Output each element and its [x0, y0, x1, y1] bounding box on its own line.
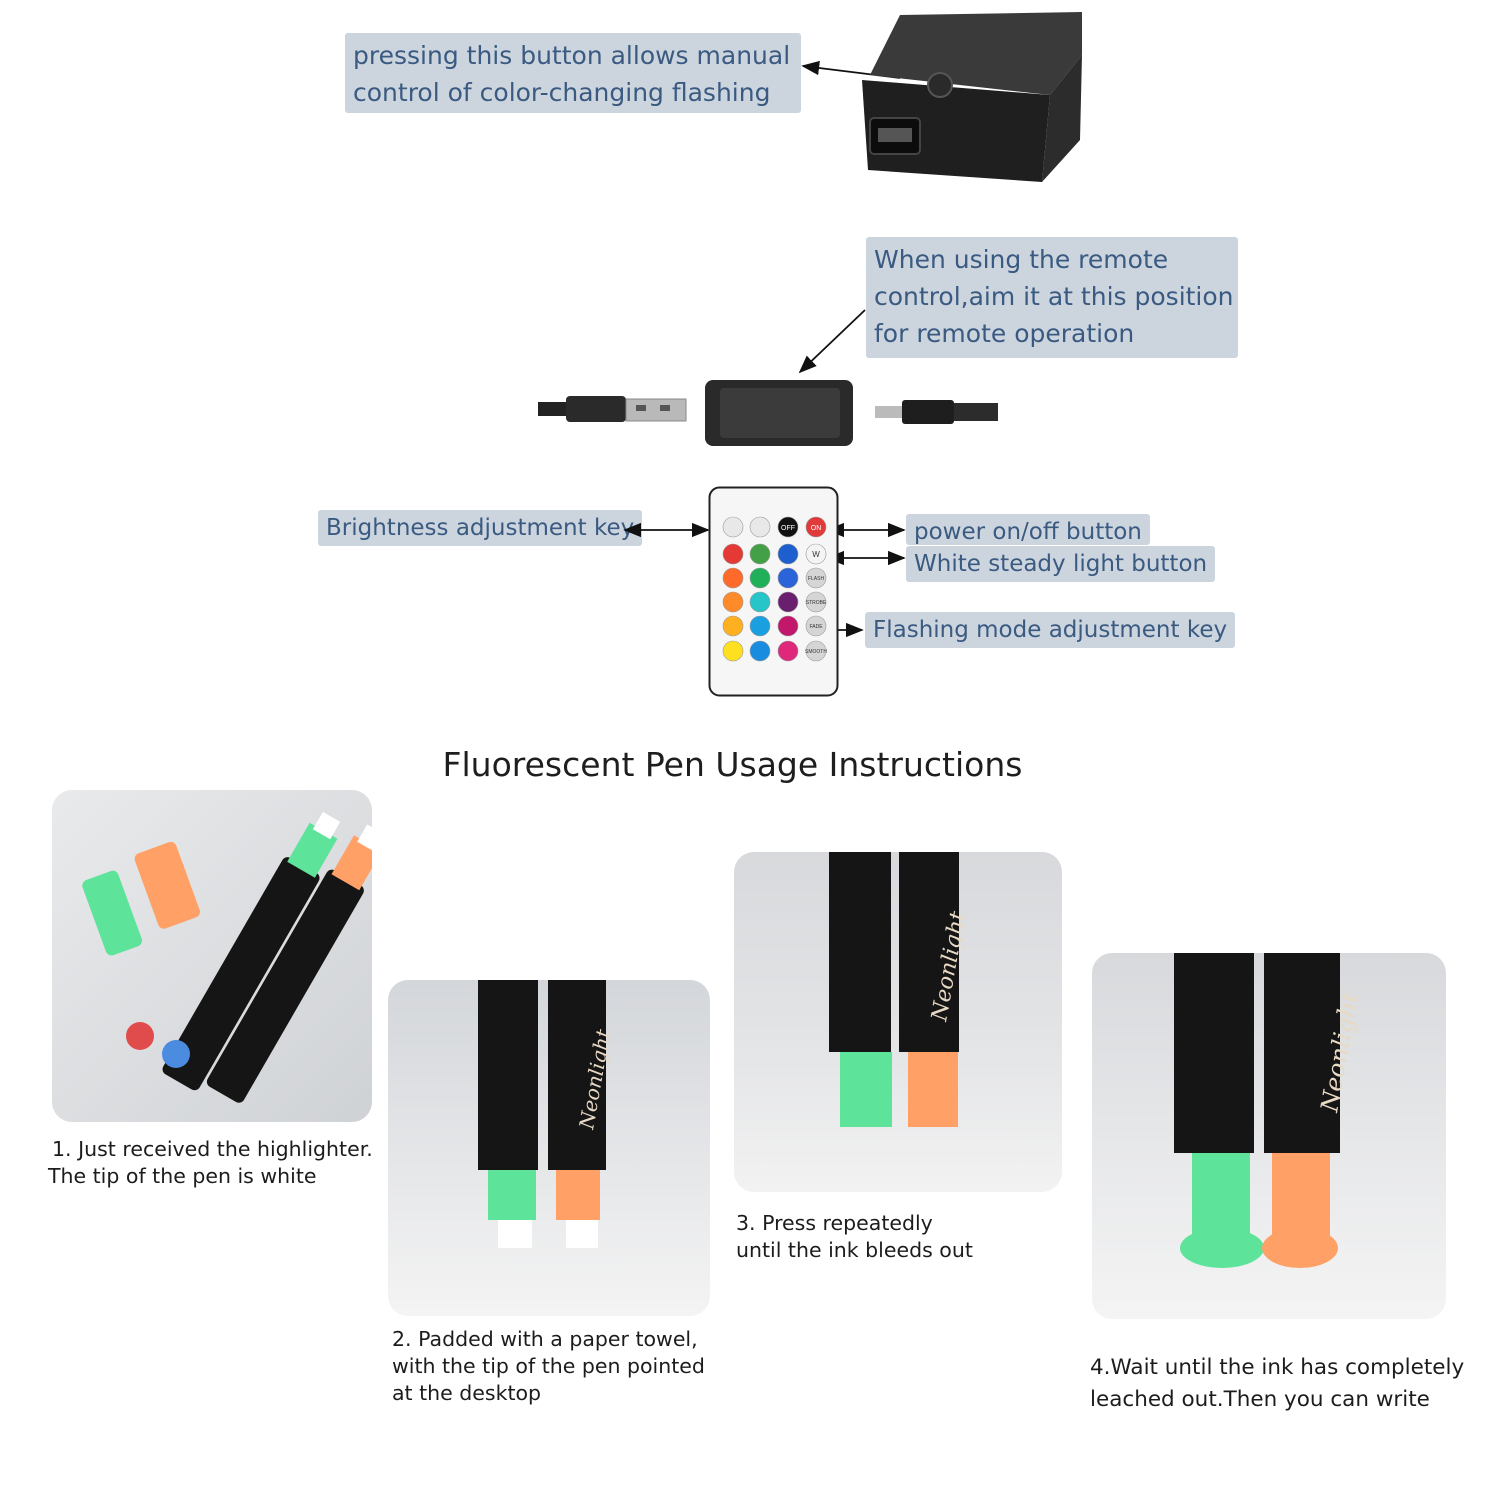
caption-line: with the tip of the pen pointed [392, 1354, 705, 1378]
remote-receiver-callout: When using the remote control,aim it at … [866, 237, 1238, 358]
remote-key [777, 640, 799, 662]
caption-line: 4.Wait until the ink has completely [1090, 1355, 1465, 1380]
remote-white-key: W [812, 550, 820, 559]
step-2-photo: Neonlight [388, 980, 710, 1316]
remote-key [805, 640, 827, 662]
controller-button-callout: pressing this button allows manual contr… [345, 33, 801, 113]
remote-key [805, 567, 827, 589]
callout-line: control of color-changing flashing [353, 78, 771, 107]
flash-mode-callout: Flashing mode adjustment key [865, 612, 1236, 648]
remote-key [777, 543, 799, 565]
brightness-key-callout: Brightness adjustment key [318, 510, 643, 546]
step-1-photo [52, 790, 372, 1122]
caption-line: until the ink bleeds out [736, 1238, 973, 1262]
remote-key [777, 516, 799, 538]
step-1-caption: 1. Just received the highlighter. The ti… [48, 1136, 373, 1190]
remote-flash-key: FLASH [808, 576, 825, 582]
brightness-key-label: Brightness adjustment key [326, 515, 635, 541]
flash-mode-label: Flashing mode adjustment key [873, 617, 1228, 643]
caption-line: 2. Padded with a paper towel, [392, 1327, 698, 1351]
remote-key [777, 567, 799, 589]
remote-key [722, 567, 744, 589]
remote-on-key: ON [811, 525, 822, 532]
remote-key [805, 543, 827, 565]
remote-key [749, 516, 771, 538]
receiver-cable-image [538, 309, 998, 446]
callout-line: pressing this button allows manual [353, 41, 791, 70]
remote-key [749, 567, 771, 589]
white-button-callout: White steady light button [906, 546, 1216, 582]
remote-control-image: OFF ON W FLASH STROBE FADE SMOOTH [708, 486, 839, 697]
remote-key [749, 591, 771, 613]
step-3-caption: 3. Press repeatedly until the ink bleeds… [736, 1210, 973, 1264]
remote-off-key: OFF [781, 525, 795, 532]
remote-key [805, 591, 827, 613]
step-2-caption: 2. Padded with a paper towel, with the t… [392, 1326, 705, 1407]
remote-key [749, 640, 771, 662]
step-4-caption: 4.Wait until the ink has completely leac… [1090, 1352, 1464, 1416]
remote-key [722, 543, 744, 565]
caption-line: 1. Just received the highlighter. [52, 1137, 373, 1161]
white-button-label: White steady light button [914, 551, 1208, 577]
remote-key [722, 591, 744, 613]
remote-key [749, 543, 771, 565]
remote-strobe-key: STROBE [806, 600, 827, 606]
remote-key [722, 516, 744, 538]
controller-box-image [801, 12, 1082, 182]
caption-line: leached out.Then you can write [1090, 1387, 1430, 1412]
power-button-label: power on/off button [914, 519, 1142, 545]
remote-key [777, 615, 799, 637]
power-button-callout: power on/off button [906, 514, 1150, 545]
section-title: Fluorescent Pen Usage Instructions [442, 745, 1023, 784]
remote-fade-key: FADE [809, 624, 823, 630]
callout-line: for remote operation [874, 319, 1135, 348]
step-3-photo: Neonlight [734, 852, 1062, 1192]
callout-line: control,aim it at this position [874, 282, 1234, 311]
step-4-photo: Neonlight [1092, 953, 1446, 1319]
caption-line: 3. Press repeatedly [736, 1211, 933, 1235]
caption-line: The tip of the pen is white [48, 1164, 317, 1188]
remote-key [805, 516, 827, 538]
callout-line: When using the remote [874, 245, 1169, 274]
remote-key [805, 615, 827, 637]
remote-key [722, 615, 744, 637]
remote-smooth-key: SMOOTH [805, 649, 827, 655]
remote-key [749, 615, 771, 637]
remote-key [722, 640, 744, 662]
remote-key [777, 591, 799, 613]
caption-line: at the desktop [392, 1381, 542, 1405]
remote-arrows [623, 522, 906, 638]
